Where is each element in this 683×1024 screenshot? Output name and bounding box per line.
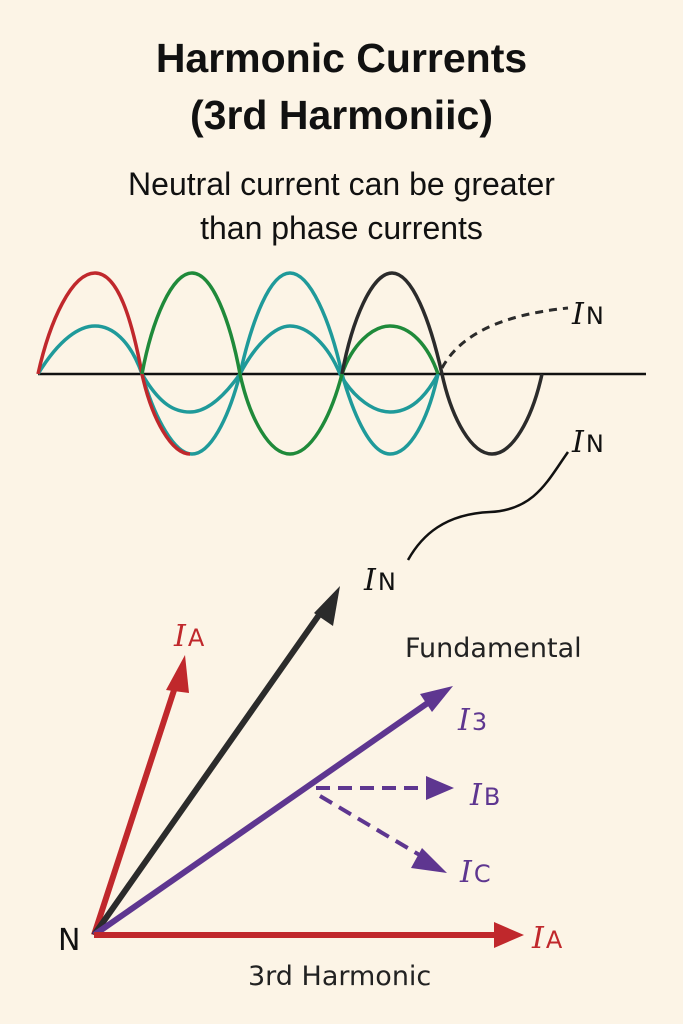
subtitle-line-2: than phase currents <box>200 210 483 246</box>
label-i3: I3 <box>457 703 487 738</box>
subtitle-line-1: Neutral current can be greater <box>128 166 555 202</box>
arrowhead-ia-horizontal <box>494 922 524 948</box>
waveform-plot: IN IN <box>36 271 646 561</box>
label-ib: IB <box>469 778 500 813</box>
title-line-1: Harmonic Currents <box>155 35 528 81</box>
wave-neutral <box>340 271 544 456</box>
arrowhead-ib <box>426 776 454 800</box>
phasor-ic-dashed <box>318 794 430 862</box>
arrowhead-ia-vertical <box>166 655 189 693</box>
arrowhead-ic <box>411 848 447 873</box>
arrowhead-i3 <box>420 686 453 712</box>
title-line-2: (3rd Harmoniic) <box>190 92 493 138</box>
phasor-ia-vertical <box>91 677 181 936</box>
wave-phase-c-large <box>140 271 440 456</box>
wave-phase-b <box>140 271 440 456</box>
phasor-i3 <box>92 697 434 938</box>
label-ic: IC <box>459 855 491 890</box>
wave-neutral-dashed <box>440 306 569 369</box>
label-origin-n: N <box>58 923 80 958</box>
label-in-phasor: IN <box>363 563 396 598</box>
wave-phase-a <box>36 271 191 456</box>
neutral-connector-curve <box>406 451 570 561</box>
phasor-diagram: N IN IA Fundamental I3 IB IC IA 3rd Harm… <box>58 563 582 992</box>
label-ia-top: IA <box>173 619 205 654</box>
label-in-bottom: IN <box>571 425 604 460</box>
label-in-top: IN <box>571 297 604 332</box>
label-fundamental: Fundamental <box>405 633 582 664</box>
arrowhead-in <box>314 586 340 626</box>
label-third-harmonic: 3rd Harmonic <box>248 961 431 992</box>
label-ia-right: IA <box>531 921 563 956</box>
phasor-in <box>91 603 329 937</box>
